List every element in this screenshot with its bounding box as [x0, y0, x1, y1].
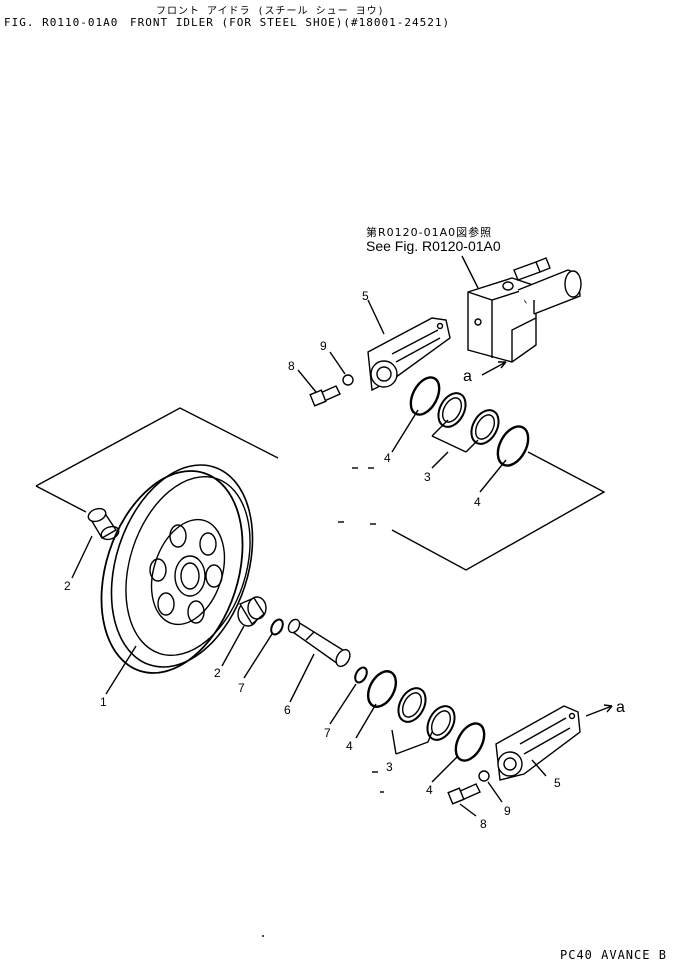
callout-8-upper: 8: [288, 359, 295, 373]
leader-9a: [329, 351, 346, 375]
japanese-title: フロント アイドラ (スチール シュー ヨウ): [156, 6, 385, 17]
page-title: FRONT IDLER (FOR STEEL SHOE)(#18001-2452…: [130, 16, 451, 29]
arrow-a-upper: [481, 361, 507, 376]
o-ring-lower-1: [366, 670, 398, 708]
figure-number: FIG. R0110-01A0: [4, 16, 119, 29]
reference-note-english: See Fig. R0120-01A0: [366, 238, 501, 254]
leader-1: [105, 645, 137, 695]
callout-9-lower: 9: [504, 804, 511, 818]
idler-shaft: [287, 618, 351, 668]
o-ring-lower-2: [454, 722, 486, 762]
leader-5b: [531, 759, 547, 777]
floating-seal-upper-1: [437, 392, 467, 428]
leader-8a: [297, 369, 317, 393]
arrow-label-a-lower: a: [616, 699, 625, 716]
upper-support: [367, 317, 451, 392]
callout-4-lower-left: 4: [346, 739, 353, 753]
callout-6: 6: [284, 703, 291, 717]
bolt-upper-right: [502, 257, 551, 291]
leader-3b: [391, 729, 433, 755]
leader-8b: [459, 803, 477, 817]
callout-4-upper-left: 4: [384, 451, 391, 465]
leader-3a: [431, 419, 479, 453]
leader-4d: [431, 755, 459, 783]
arrow-a-lower: [585, 705, 613, 717]
assembly-plane-left: [35, 407, 279, 487]
bolt-lower: [447, 783, 481, 805]
o-ring-7-right: [354, 666, 368, 684]
callout-8-lower: 8: [480, 817, 487, 831]
leader-4b: [479, 459, 507, 493]
reference-note-japanese: 第R0120-01A0図参照: [366, 226, 493, 239]
leader-2b: [221, 625, 245, 667]
callout-5-upper: 5: [362, 289, 369, 303]
washer-upper: [342, 374, 354, 386]
leader-7b: [329, 683, 357, 725]
arrow-label-a-upper: a: [463, 368, 472, 385]
leader-4c: [355, 703, 377, 739]
idler-wheel: [100, 464, 254, 674]
callout-2-left: 2: [64, 579, 71, 593]
floating-seal-lower-1: [397, 687, 427, 723]
assembly-plane-upper: [391, 451, 606, 571]
leader-6: [289, 653, 315, 703]
callout-4-lower-right: 4: [426, 783, 433, 797]
lower-support: [495, 705, 581, 781]
callout-9-upper: 9: [320, 339, 327, 353]
callout-3-lower: 3: [386, 760, 393, 774]
washer-lower: [478, 770, 490, 782]
leader-4a: [391, 409, 419, 453]
callout-2-right: 2: [214, 666, 221, 680]
floating-seal-lower-2: [426, 705, 456, 741]
bolt-upper-left: [309, 385, 341, 407]
callout-3-upper: 3: [424, 470, 431, 484]
leader-5a: [367, 299, 385, 335]
reference-leader-line: [461, 255, 479, 289]
leader-2a: [71, 535, 93, 579]
adjuster-cylinder-assembly: [467, 269, 582, 363]
model-footer: PC40 AVANCE B: [560, 948, 667, 962]
leader-9b: [487, 781, 503, 803]
callout-1: 1: [100, 695, 107, 709]
floating-seal-upper-2: [470, 409, 500, 445]
leader-7a: [243, 633, 273, 679]
callout-7-right: 7: [324, 726, 331, 740]
bushing-left: [87, 507, 120, 541]
callout-5-lower: 5: [554, 776, 561, 790]
o-ring-7-left: [270, 618, 284, 636]
callout-7-left: 7: [238, 681, 245, 695]
callout-4-upper-right: 4: [474, 495, 481, 509]
bushing-right: [237, 596, 267, 627]
